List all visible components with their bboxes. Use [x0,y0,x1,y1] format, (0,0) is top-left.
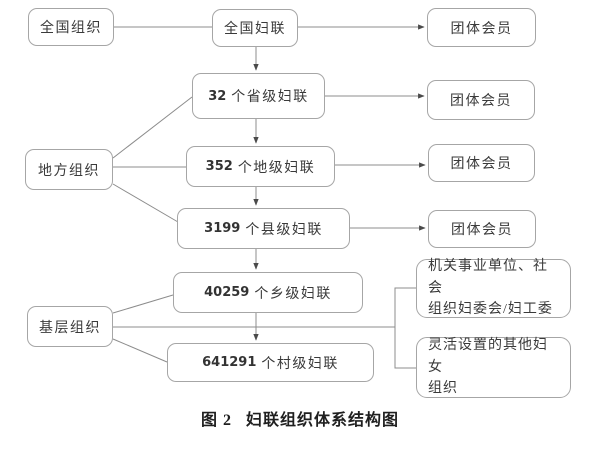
node-label: 基层组织 [39,320,101,336]
node-count: 40259 [204,285,250,300]
node-label: 个地级妇联 [237,160,316,176]
node-count: 32 [208,88,227,104]
node-group-member-1: 团体会员 [427,8,536,47]
node-group-member-3: 团体会员 [428,144,535,182]
node-village-federations: 641291 个村级妇联 [167,343,374,382]
connector-local-label-to-county [112,183,179,223]
figure-title: 妇联组织体系结构图 [246,412,400,429]
connector-branch-to-right-boxes [394,287,416,369]
node-count: 352 [205,159,233,174]
node-label: 个省级妇联 [231,90,309,105]
node-label-line-2: 组织 [428,381,458,397]
node-label: 个村级妇联 [261,356,339,372]
node-national-organization: 全国组织 [28,8,114,46]
node-label-line-1: 机关事业单位、社会 [428,258,548,296]
node-label-line-1: 灵活设置的其他妇女 [428,337,548,375]
node-label: 团体会员 [450,21,513,37]
node-label: 团体会员 [450,157,513,172]
node-grassroots-organization: 基层组织 [27,306,113,347]
node-label: 地方组织 [38,163,100,179]
node-group-member-4: 团体会员 [428,210,536,248]
node-provincial-federations: 32 个省级妇联 [192,73,325,119]
node-flexible-womens-orgs: 灵活设置的其他妇女 组织 [416,337,571,398]
connector-grassroots-label-to-township [112,294,174,314]
node-label: 个乡级妇联 [254,286,332,302]
connector-grassroots-label-to-village [112,338,168,363]
node-label: 个县级妇联 [245,222,323,238]
node-national-federation: 全国妇联 [212,9,298,47]
node-group-member-2: 团体会员 [427,80,535,120]
node-label: 全国组织 [40,21,102,36]
node-label: 团体会员 [451,223,513,238]
node-count: 3199 [204,221,241,236]
node-count: 641291 [202,355,257,370]
node-label: 全国妇联 [224,22,286,37]
node-org-committees: 机关事业单位、社会 组织妇委会/妇工委 [416,259,571,318]
node-prefecture-federations: 352 个地级妇联 [186,146,335,187]
node-local-organization: 地方组织 [25,149,113,190]
node-label-line-2: 组织妇委会/妇工委 [428,302,553,318]
node-label: 团体会员 [450,94,512,109]
figure-number: 图 2 [200,412,232,429]
node-township-federations: 40259 个乡级妇联 [173,272,363,313]
figure-caption: 图 2 妇联组织体系结构图 [0,406,600,430]
node-county-federations: 3199 个县级妇联 [177,208,350,249]
connector-local-label-to-provincial [112,96,193,159]
